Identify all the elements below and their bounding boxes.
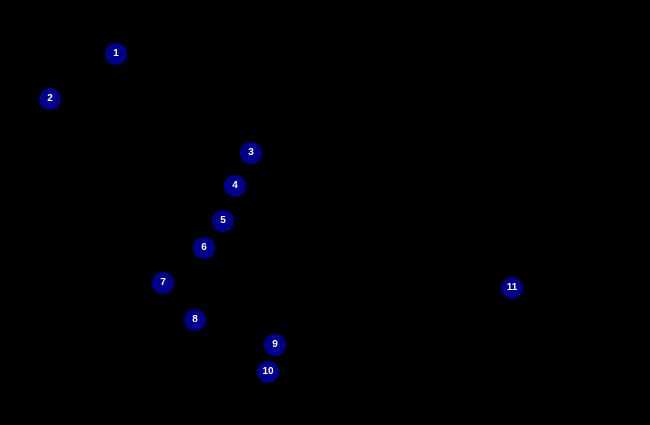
som-marker-label: 1: [113, 48, 119, 59]
som-marker-label: 11: [506, 282, 518, 293]
som-marker-label: 4: [232, 180, 238, 191]
som-marker-label: 8: [192, 314, 198, 325]
som-marker-4[interactable]: 4: [224, 175, 246, 197]
som-marker-6[interactable]: 6: [193, 237, 215, 259]
som-marker-label: 10: [262, 366, 274, 377]
som-marker-8[interactable]: 8: [184, 309, 206, 331]
som-marker-9[interactable]: 9: [264, 334, 286, 356]
som-marker-10[interactable]: 10: [257, 361, 279, 383]
som-marker-label: 3: [248, 147, 254, 158]
som-marker-7[interactable]: 7: [152, 272, 174, 294]
som-marker-5[interactable]: 5: [212, 210, 234, 232]
som-marker-label: 5: [220, 215, 226, 226]
som-marker-label: 9: [272, 339, 278, 350]
som-marker-1[interactable]: 1: [105, 43, 127, 65]
som-marker-11[interactable]: 11: [501, 277, 523, 299]
som-marker-3[interactable]: 3: [240, 142, 262, 164]
som-marker-label: 2: [47, 93, 53, 104]
som-marker-label: 7: [160, 277, 166, 288]
som-marker-label: 6: [201, 242, 207, 253]
som-marker-2[interactable]: 2: [39, 88, 61, 110]
